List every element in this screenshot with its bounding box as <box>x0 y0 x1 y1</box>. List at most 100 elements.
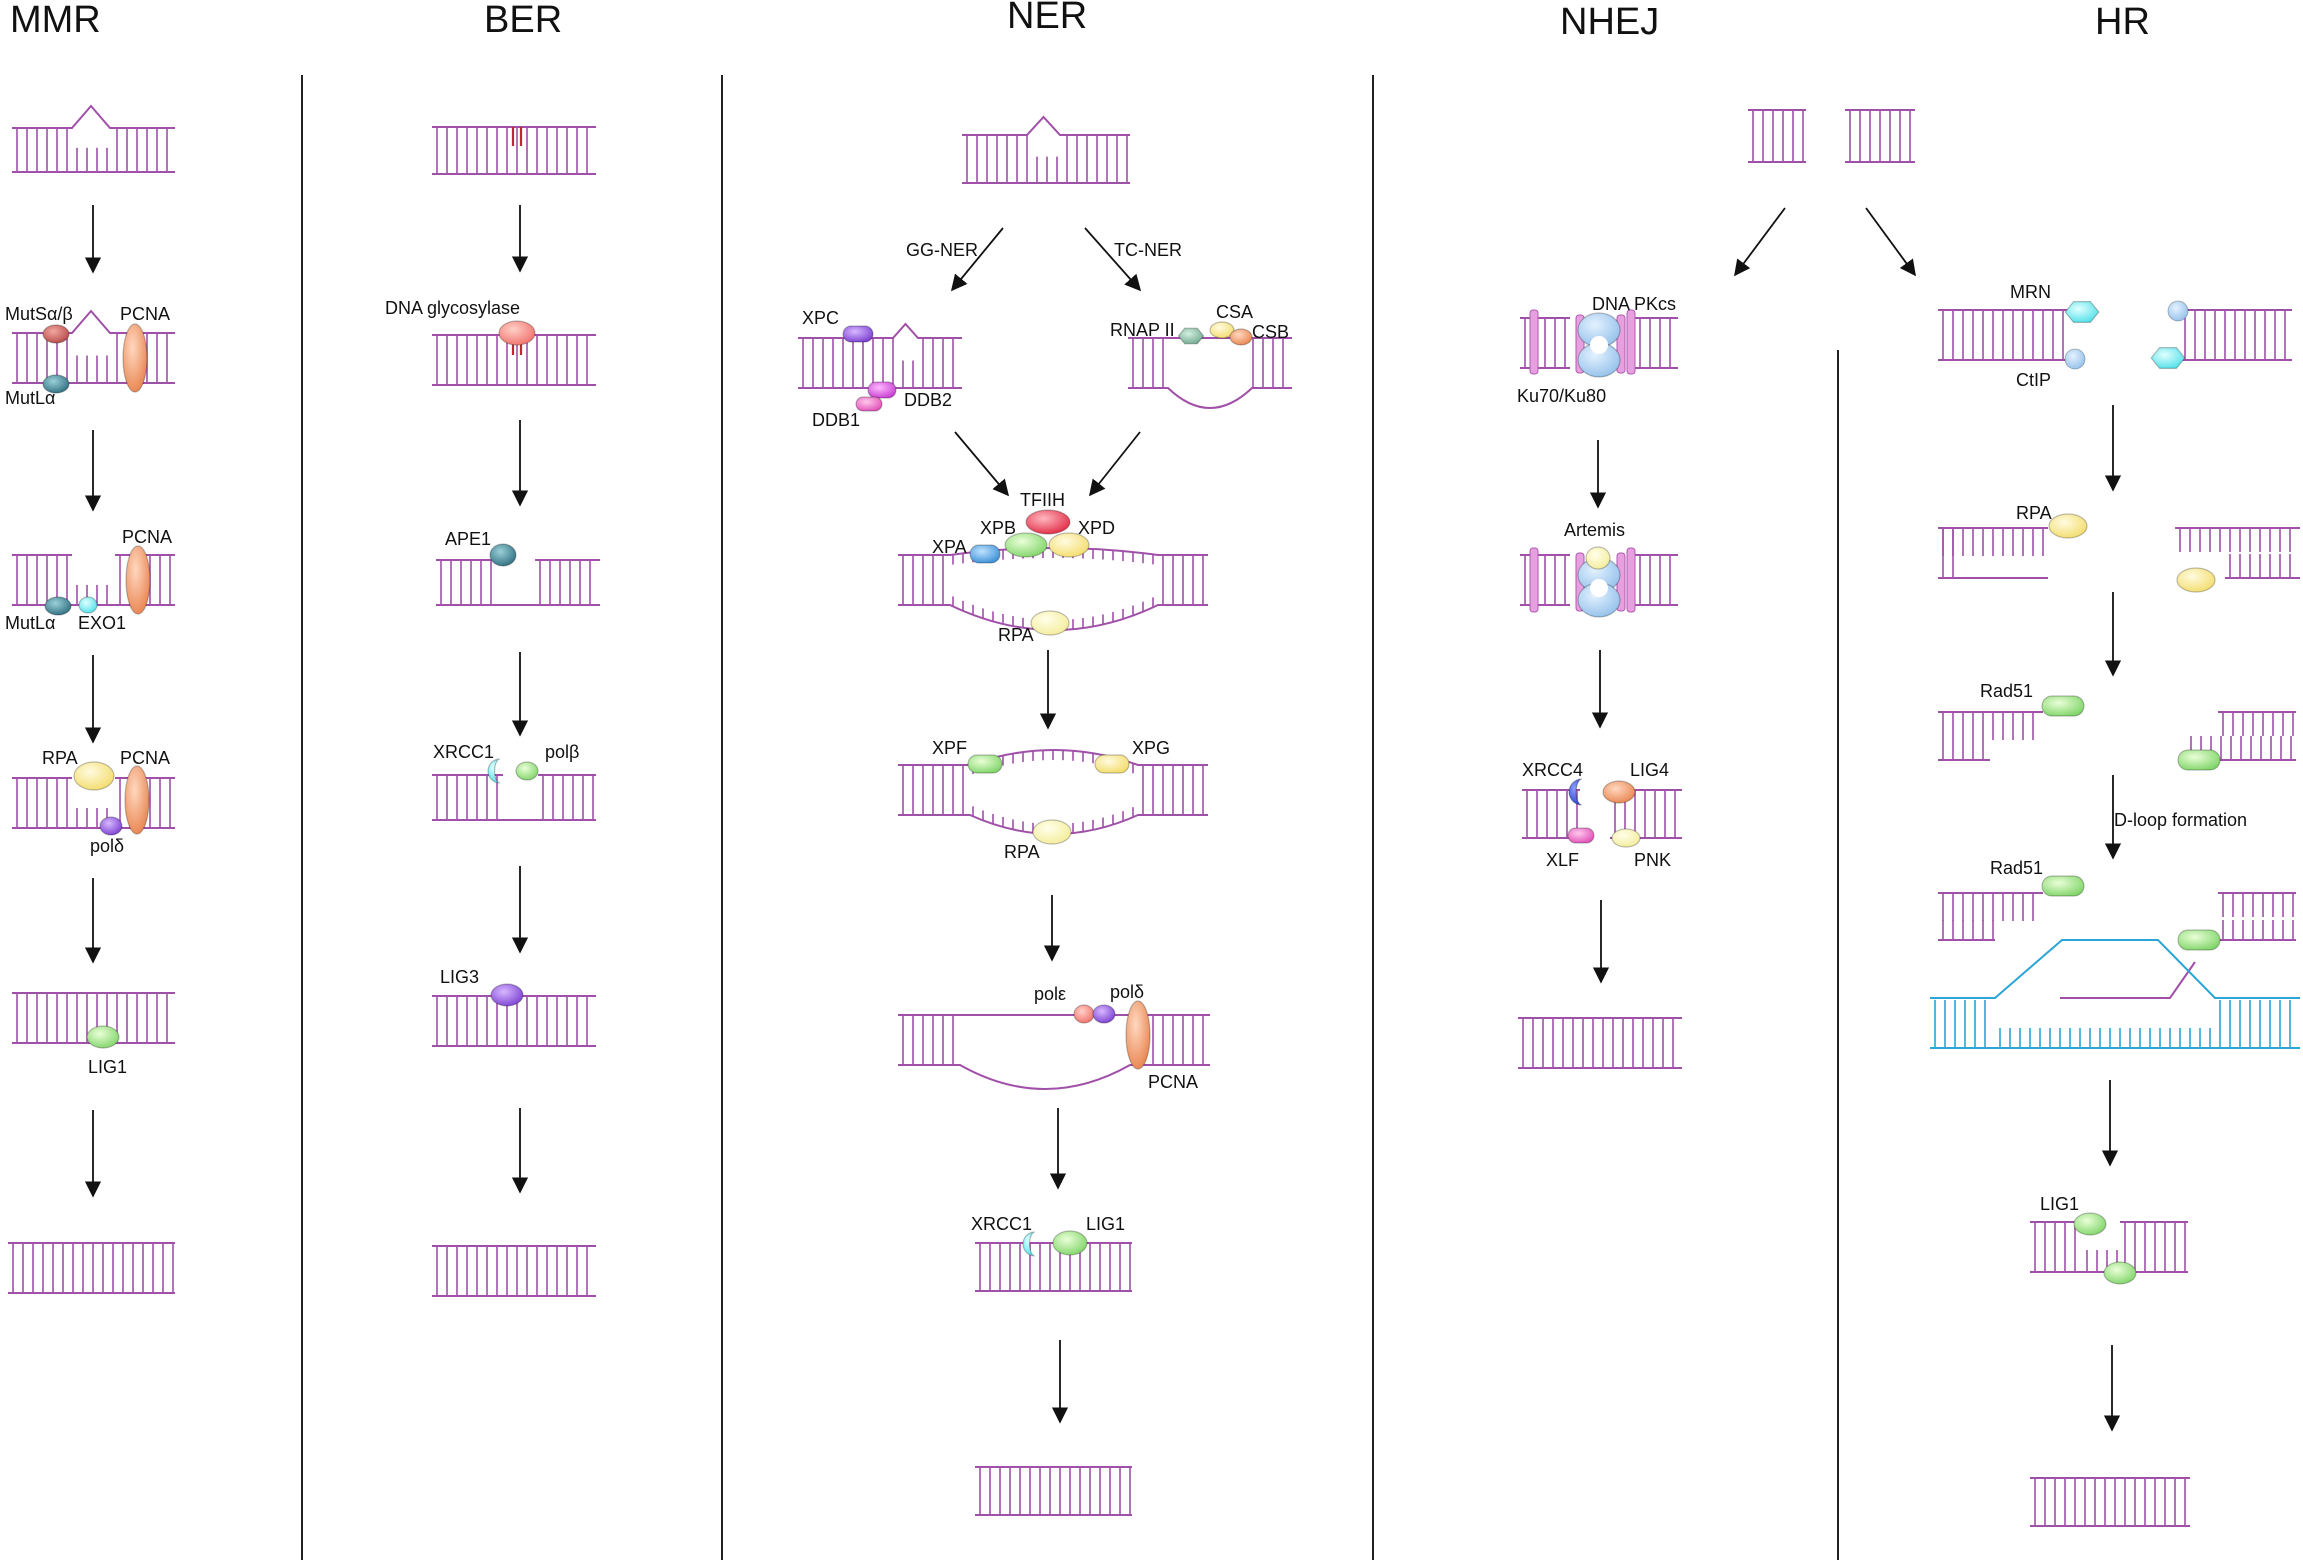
ber-label-glycosylase: DNA glycosylase <box>385 298 520 318</box>
ner-rnap2-protein <box>1177 327 1205 345</box>
dna-invading-strand <box>2060 961 2196 999</box>
mmr-pcna-protein <box>125 545 151 615</box>
nhej-complex-gap <box>1590 579 1608 597</box>
ner-label-lig1: LIG1 <box>1086 1214 1125 1234</box>
template-backbone <box>1930 939 2300 999</box>
mmr-label-pcna-3: PCNA <box>120 748 170 768</box>
ner-label-xpf: XPF <box>932 738 967 758</box>
ber-polb-protein <box>515 761 539 781</box>
arrow <box>1084 227 1142 292</box>
mmr-title: MMR <box>10 0 101 41</box>
mmr-pcna-protein <box>122 323 148 393</box>
hr-mrn-protein <box>2064 301 2100 323</box>
ner-xpf-protein <box>967 754 1003 774</box>
ner-label-pold: polδ <box>1110 982 1144 1002</box>
ner-rpa-protein <box>1030 610 1070 636</box>
hr-label-rad51-1: Rad51 <box>1980 681 2033 701</box>
mmr-dna <box>8 104 175 1294</box>
pathway-arrows <box>84 205 2122 1432</box>
ber-title: BER <box>484 0 562 41</box>
ber-dna <box>432 126 600 1297</box>
ner-xpd-protein <box>1048 532 1090 558</box>
ber-lig3-protein <box>490 983 524 1007</box>
hr-title: HR <box>2095 1 2150 43</box>
hr-label-rpa: RPA <box>2016 503 2052 523</box>
mmr-label-pold: polδ <box>90 836 124 856</box>
nhej-artemis-protein <box>1585 546 1611 570</box>
ner-label-ddb1: DDB1 <box>812 410 860 430</box>
hr-rpa-protein <box>2176 567 2216 593</box>
hr-rad51-protein <box>2041 695 2085 717</box>
ner-label-csb: CSB <box>1252 322 1289 342</box>
dna-backbone-loop <box>962 115 1130 136</box>
nhej-label-xrcc4: XRCC4 <box>1522 760 1583 780</box>
mmr-label-exo1: EXO1 <box>78 613 126 633</box>
ner-label-rpa-2: RPA <box>1004 842 1040 862</box>
ner-ddb1-protein <box>855 396 883 412</box>
hr-label-mrn: MRN <box>2010 282 2051 302</box>
nhej-xrcc4-protein <box>1568 778 1583 806</box>
mmr-lig1-protein <box>86 1025 120 1049</box>
repair-proteins <box>42 300 2221 1285</box>
nhej-complex-gap <box>1590 336 1608 354</box>
hr-dna <box>1930 309 2300 1527</box>
ner-label-xpd: XPD <box>1078 518 1115 538</box>
ner-label-rnap: RNAP II <box>1110 320 1175 340</box>
ner-xpb-protein <box>1004 532 1048 558</box>
hr-rad51-protein <box>2041 875 2085 897</box>
ner-label-xpc: XPC <box>802 308 839 328</box>
ner-label-xpa: XPA <box>932 537 967 557</box>
nhej-title: NHEJ <box>1560 1 1659 43</box>
ber-glycosylase-protein <box>498 320 536 346</box>
arrow <box>1865 207 1916 277</box>
ner-label-xpg: XPG <box>1132 738 1170 758</box>
ber-label-ape1: APE1 <box>445 529 491 549</box>
arrow <box>950 227 1004 292</box>
ner-label-pole: polε <box>1034 984 1066 1004</box>
ner-label-pcna: PCNA <box>1148 1072 1198 1092</box>
hr-label-rad51-2: Rad51 <box>1990 858 2043 878</box>
nhej-label-lig4: LIG4 <box>1630 760 1669 780</box>
nhej-label-artemis: Artemis <box>1564 520 1625 540</box>
mmr-label-pcna-1: PCNA <box>120 304 170 324</box>
arrow <box>954 431 1010 497</box>
labels: MMR BER NER NHEJ HR MutSα/β PCNA MutLα P… <box>5 0 2247 1234</box>
ner-xpc-protein <box>842 325 874 343</box>
nhej-ku-protein <box>1626 309 1636 375</box>
hr-mrn-protein <box>2150 347 2186 369</box>
ner-rpa-protein <box>1032 819 1072 845</box>
dna-backbone-loop <box>12 104 175 129</box>
hr-lig1-protein <box>2103 1261 2137 1285</box>
mmr-pcna-protein <box>124 765 150 835</box>
ner-label-tc-ner: TC-NER <box>1114 240 1182 260</box>
ner-ddb2-protein <box>867 381 897 399</box>
ner-label-rpa-1: RPA <box>998 625 1034 645</box>
ner-csa-protein <box>1209 321 1235 339</box>
arrow <box>1734 207 1786 277</box>
ber-ape1-protein <box>489 543 517 567</box>
ber-xrcc1-protein <box>487 758 501 784</box>
hr-rad51-protein <box>2177 749 2221 771</box>
dna-backbone-curve <box>898 1064 1210 1090</box>
ner-xrcc1-protein <box>1022 1231 1036 1257</box>
hr-rad51-protein <box>2177 929 2221 951</box>
ner-label-gg-ner: GG-NER <box>906 240 978 260</box>
mmr-label-mutsab: MutSα/β <box>5 304 73 324</box>
ner-csb-protein <box>1229 328 1253 346</box>
mmr-label-pcna-2: PCNA <box>122 527 172 547</box>
ber-label-xrcc1: XRCC1 <box>433 742 494 762</box>
ber-label-lig3: LIG3 <box>440 967 479 987</box>
ner-title: NER <box>1007 0 1087 37</box>
mmr-mutla-protein <box>42 374 70 394</box>
nhej-xlf-protein <box>1567 827 1595 844</box>
arrow <box>1088 431 1141 497</box>
mmr-mutsab-protein <box>42 324 70 344</box>
hr-ctip-protein <box>2167 300 2189 322</box>
hr-rpa-protein <box>2048 513 2088 539</box>
nhej-label-pnk: PNK <box>1634 850 1671 870</box>
hr-label-dloop: D-loop formation <box>2114 810 2247 830</box>
nhej-dna <box>1518 109 1915 1069</box>
ner-label-xrcc1: XRCC1 <box>971 1214 1032 1234</box>
nhej-lig4-protein <box>1602 780 1636 804</box>
